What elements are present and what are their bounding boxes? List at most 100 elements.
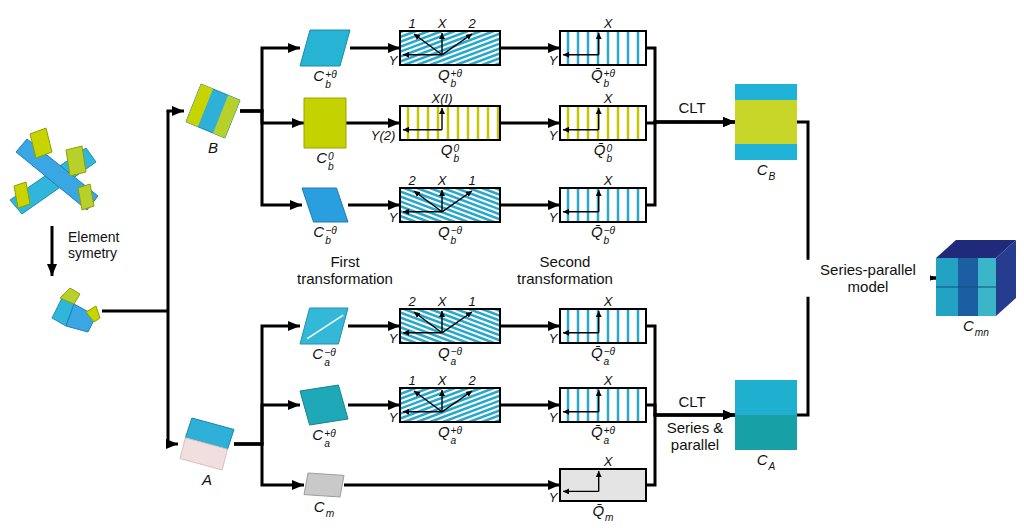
axis-arrows — [403, 390, 472, 412]
stiffness-box: Qb0 — [400, 106, 500, 164]
laminate-block-graphic — [735, 380, 797, 450]
flow-arrow — [348, 404, 400, 407]
axis-label: 2 — [408, 174, 415, 189]
stiffness-box: Qb+θ — [400, 31, 500, 89]
flow-arrow — [240, 111, 304, 123]
ply-tile-graphic — [304, 98, 346, 148]
unit-cell-figure — [10, 128, 98, 214]
part-label: Cb−θ — [313, 223, 336, 246]
ply-tile: Cb+θ — [300, 30, 350, 90]
axis-label: X — [438, 295, 447, 310]
axis-label: X — [438, 374, 447, 389]
axis-arrows — [563, 33, 599, 55]
transformed-stiffness-box: Q̄b−θ — [560, 188, 646, 246]
part-label: B — [208, 139, 218, 156]
ply-tile-graphic — [300, 308, 348, 344]
axis-arrows — [563, 471, 599, 491]
step-label: First transformation — [285, 253, 405, 288]
transformed-stiffness-box: Q̄a+θ — [560, 388, 646, 446]
ply-tile-graphic — [302, 188, 348, 222]
stiffness-box-graphic — [400, 31, 500, 65]
method-label: Series & parallel — [655, 419, 735, 454]
transformed-stiffness-box-shape — [560, 388, 646, 422]
flow-arrow — [348, 325, 400, 328]
transformed-stiffness-box: Q̄b0 — [560, 106, 646, 164]
lamina-a-graphic — [180, 418, 234, 470]
symmetry-arrow — [51, 226, 54, 276]
transformed-stiffness-box-graphic — [560, 31, 646, 65]
ply-tile: Cb−θ — [302, 188, 348, 246]
transformed-stiffness-box: Q̄b+θ — [560, 31, 646, 89]
unit-cell-cube-graphic — [936, 240, 1016, 316]
ply-tile: Ca−θ — [300, 308, 348, 368]
axis-arrows — [563, 311, 599, 333]
axis-label: Y — [389, 332, 398, 347]
axis-arrows — [563, 108, 599, 130]
stiffness-box: Qa−θ — [400, 309, 500, 367]
axis-label: X — [438, 17, 447, 32]
axis-label: 2 — [408, 295, 415, 310]
stiffness-box-graphic — [400, 309, 500, 343]
axis-label: 2 — [468, 374, 475, 389]
flow-arrow — [500, 325, 560, 328]
flow-arrow — [348, 204, 400, 207]
ply-tile-shape — [300, 30, 350, 66]
flow-arrow — [646, 326, 735, 415]
flow-arrow — [500, 204, 560, 207]
stiffness-box-shape — [400, 106, 500, 140]
part-label: Cm — [314, 498, 334, 519]
matrix-tile-shape — [304, 473, 344, 497]
axis-label: Y — [549, 491, 558, 506]
ply-tile: Ca+θ — [300, 385, 348, 449]
axis-arrows — [563, 390, 599, 412]
axis-label: Y — [389, 211, 398, 226]
axis-arrows — [403, 311, 472, 333]
part-label: Q̄m — [592, 502, 613, 523]
matrix-tile-graphic — [304, 473, 344, 497]
part-label: Q̄b0 — [594, 141, 612, 164]
part-label: Qa+θ — [438, 423, 462, 446]
flow-arrow — [646, 415, 735, 485]
flow-arrow — [240, 111, 302, 205]
stiffness-box-shape — [400, 388, 500, 422]
transformed-stiffness-box-graphic — [560, 106, 646, 140]
part-label: Q̄b+θ — [591, 66, 615, 89]
flow-arrow — [646, 122, 735, 205]
matrix-stiffness-box: Q̄m — [560, 469, 646, 523]
part-label: Cmn — [963, 317, 989, 338]
flow-arrow — [346, 122, 400, 125]
axis-label: Y — [389, 54, 398, 69]
lamina-a: A — [180, 418, 234, 488]
part-label: Qb−θ — [438, 223, 462, 246]
flow-arrow — [500, 122, 560, 125]
split-arrows — [102, 111, 184, 444]
transformed-stiffness-box-shape — [560, 309, 646, 343]
transformed-stiffness-box-graphic — [560, 388, 646, 422]
ply-tile-graphic — [300, 30, 350, 66]
axis-label: Y(2) — [371, 129, 396, 144]
part-label: Qb0 — [441, 141, 459, 164]
axis-label: X — [604, 455, 613, 470]
axis-arrows — [403, 190, 472, 212]
axis-label: X — [604, 17, 613, 32]
axis-label: 1 — [408, 17, 415, 32]
part-label: Q̄b−θ — [591, 223, 615, 246]
stiffness-box: Qa+θ — [400, 388, 500, 446]
axis-label: 1 — [468, 174, 475, 189]
symmetric-element-figure — [52, 288, 100, 332]
part-label: Ca−θ — [312, 345, 335, 368]
part-label: Cb+θ — [313, 67, 336, 90]
stiffness-box: Qb−θ — [400, 188, 500, 246]
ply-tile-shape — [300, 308, 348, 344]
ply-tile-shape — [302, 188, 348, 222]
flow-arrow — [240, 48, 300, 111]
axis-arrows — [403, 33, 472, 55]
axis-label: 1 — [468, 295, 475, 310]
axis-label: Y — [389, 411, 398, 426]
flow-arrow — [500, 404, 560, 407]
laminate-block: CA — [735, 380, 797, 472]
stiffness-box-shape — [400, 309, 500, 343]
axis-arrows — [563, 190, 599, 212]
part-label: Q̄a−θ — [591, 344, 615, 367]
axis-label: X — [604, 295, 613, 310]
